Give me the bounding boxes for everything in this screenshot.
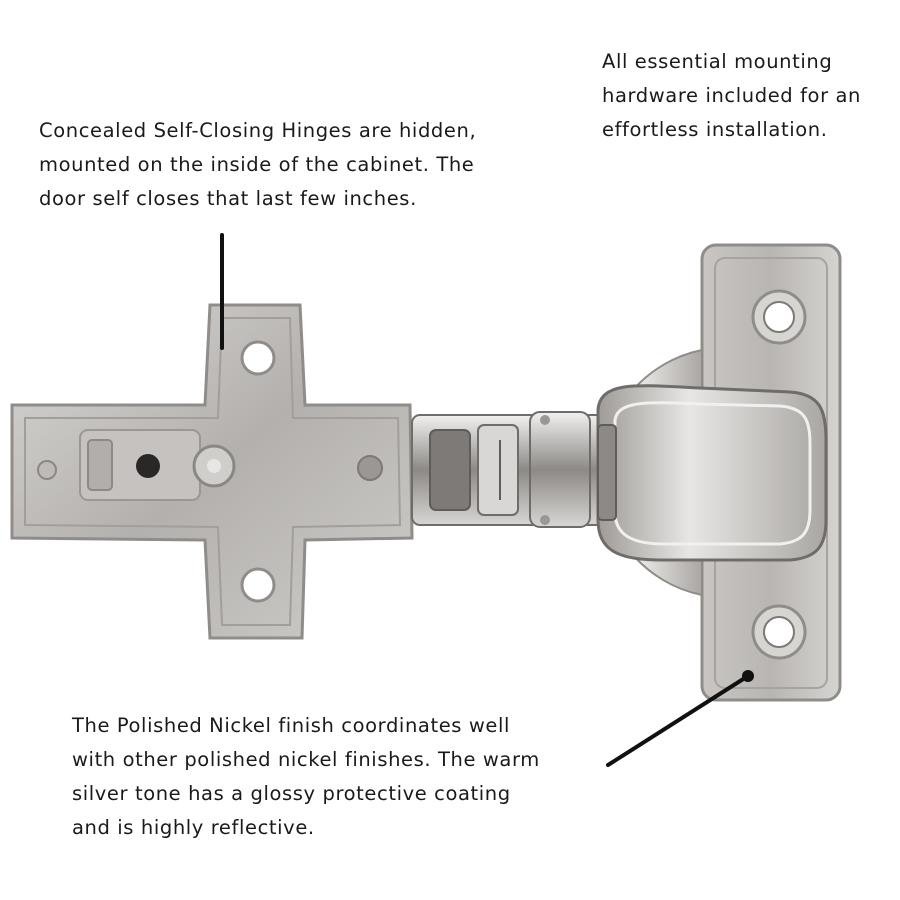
callout-dot-finish	[742, 670, 754, 682]
caption-mounting-hardware: All essential mounting hardware included…	[602, 50, 861, 141]
caption-polished-nickel-finish: The Polished Nickel finish coordinates w…	[72, 714, 540, 839]
caption-concealed-hinges: Concealed Self-Closing Hinges are hidden…	[39, 119, 477, 210]
mounting-plate	[10, 303, 414, 640]
hinge-cup	[596, 348, 828, 597]
callout-line-finish	[606, 674, 750, 767]
hinge-arm	[411, 411, 613, 528]
